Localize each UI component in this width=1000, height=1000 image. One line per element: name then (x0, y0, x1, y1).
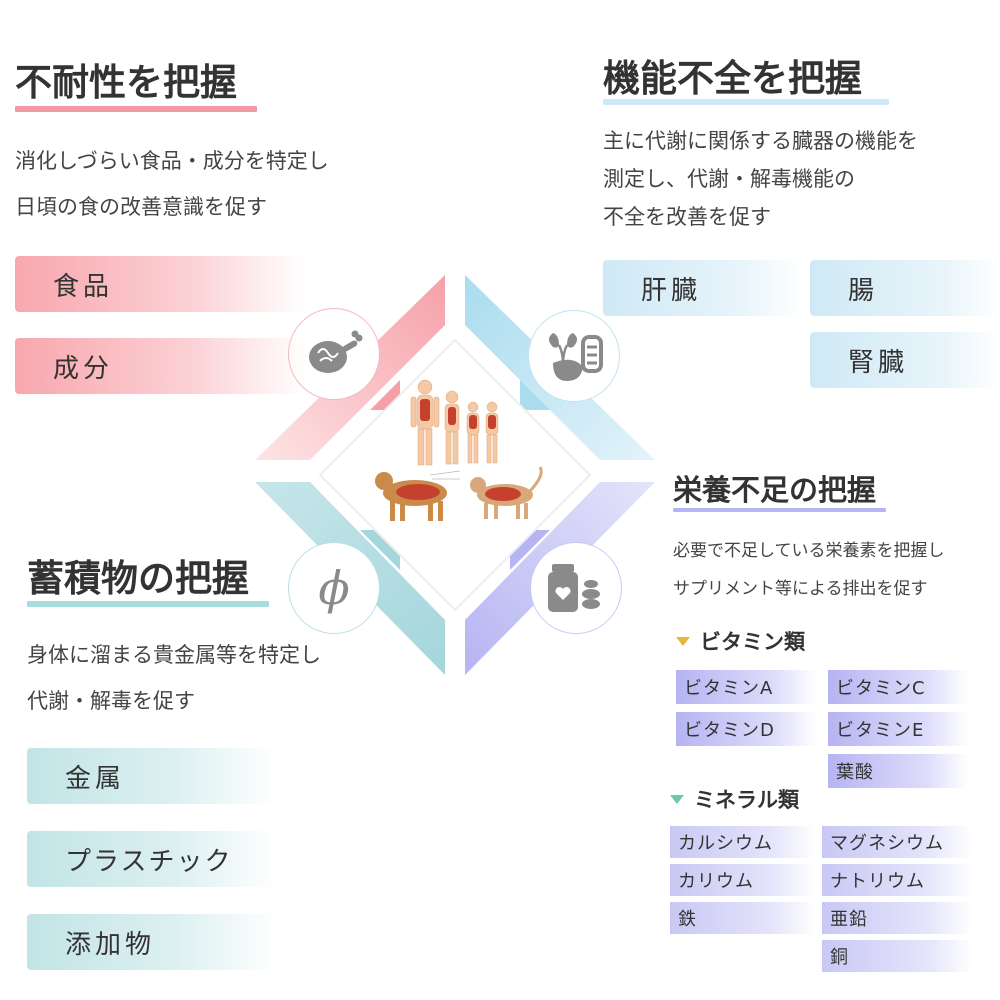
phi-icon: ϕ (288, 542, 380, 634)
mineral-chip: 亜鉛 (822, 902, 972, 934)
description-line: 代謝・解毒を促す (27, 689, 195, 713)
description-line: 測定し、代謝・解毒機能の (603, 167, 855, 191)
intolerance-title: 不耐性を把握 (15, 61, 237, 104)
mineral-chip: カルシウム (670, 826, 815, 858)
dysfunction-item-intestine: 腸 (810, 260, 1000, 316)
mineral-chip: カリウム (670, 864, 815, 896)
dysfunction-item-liver: 肝臓 (603, 260, 801, 316)
description-line: 必要で不足している栄養素を把握し (673, 541, 945, 561)
blue-arrow-head (520, 380, 550, 410)
nutrition-description: 必要で不足している栄養素を把握し サプリメント等による排出を促す (673, 532, 945, 608)
description-line: 主に代謝に関係する臓器の機能を (603, 129, 918, 153)
intolerance-item-ingredient: 成分 (15, 338, 305, 394)
vitamin-chip: 葉酸 (828, 754, 968, 788)
mineral-chip: 銅 (822, 940, 972, 972)
accumulation-title: 蓄積物の把握 (27, 557, 249, 600)
dysfunction-description: 主に代謝に関係する臓器の機能を 測定し、代謝・解毒機能の 不全を改善を促す (603, 122, 918, 236)
accumulation-item-plastic: プラスチック (27, 831, 277, 887)
intolerance-item-food: 食品 (15, 256, 305, 312)
accumulation-underline (27, 601, 269, 607)
vitamin-heading-label: ビタミン類 (700, 630, 805, 654)
mineral-heading: ミネラル類 (670, 784, 799, 814)
dysfunction-item-kidney: 腎臓 (810, 332, 1000, 388)
accumulation-description: 身体に溜まる貴金属等を特定し 代謝・解毒を促す (27, 632, 321, 724)
mineral-chip: 鉄 (670, 902, 815, 934)
triangle-down-icon (670, 794, 684, 804)
organs-icon (528, 310, 620, 402)
description-line: サプリメント等による排出を促す (673, 579, 928, 599)
dysfunction-title: 機能不全を把握 (603, 57, 862, 100)
vitamin-heading: ビタミン類 (676, 626, 805, 656)
mineral-chip: マグネシウム (822, 826, 972, 858)
mineral-chip: ナトリウム (822, 864, 972, 896)
center-diamond (318, 338, 592, 612)
description-line: 身体に溜まる貴金属等を特定し (27, 643, 321, 667)
vitamin-chip: ビタミンA (676, 670, 816, 704)
vitamin-chip: ビタミンC (828, 670, 968, 704)
accumulation-item-additive: 添加物 (27, 914, 277, 970)
intolerance-description: 消化しづらい食品・成分を特定し 日頃の食の改善意識を促す (15, 138, 329, 230)
mineral-heading-label: ミネラル類 (694, 788, 799, 812)
anatomy-illustration (375, 379, 543, 521)
accumulation-item-metal: 金属 (27, 748, 277, 804)
vitamin-chip: ビタミンE (828, 712, 968, 746)
description-line: 消化しづらい食品・成分を特定し (15, 149, 329, 173)
vitamin-chip: ビタミンD (676, 712, 816, 746)
triangle-down-icon (676, 636, 690, 646)
nutrition-title: 栄養不足の把握 (673, 473, 877, 507)
intolerance-underline (15, 106, 257, 112)
description-line: 不全を改善を促す (603, 205, 771, 229)
description-line: 日頃の食の改善意識を促す (15, 195, 267, 219)
nutrition-underline (673, 508, 886, 512)
supplement-icon (530, 542, 622, 634)
dysfunction-underline (603, 99, 889, 105)
